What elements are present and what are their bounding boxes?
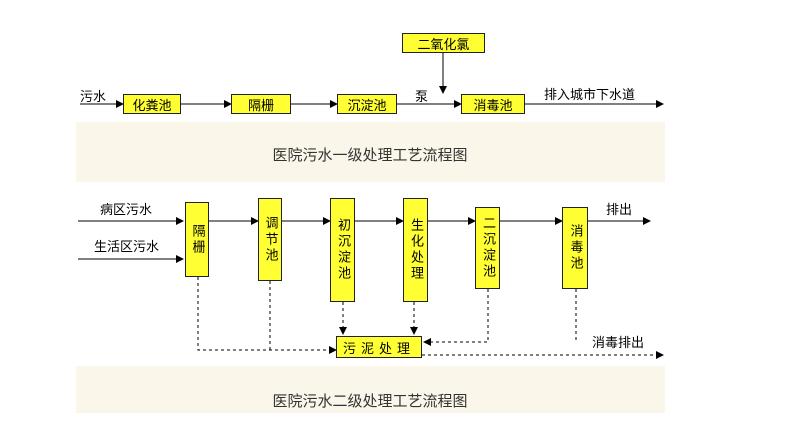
diagram2-title: 医院污水二级处理工艺流程图 [272, 392, 468, 410]
input-label-sewage: 污水 [80, 90, 107, 105]
box-chlorine-dioxide: 二氧化氯 [402, 33, 485, 53]
box-disinfection: 消毒池 [461, 94, 525, 114]
dash-grille-to-sludge [197, 277, 337, 354]
input-label-ward: 病区污水 [100, 203, 153, 218]
title-band-1 [76, 122, 665, 182]
title-band-2 [76, 366, 665, 413]
box-grille: 隔栅 [231, 94, 291, 114]
dash-secondary-to-sludge [423, 289, 489, 346]
box-grille-2: 隔栅 [185, 202, 209, 277]
pump-label: 泵 [415, 90, 429, 105]
box-sludge-treatment: 污泥处理 [336, 336, 422, 358]
box-regulating-tank: 调节池 [258, 198, 282, 281]
output-label-sewer: 排入城市下水道 [544, 88, 636, 103]
box-disinfection-2: 消毒池 [562, 207, 588, 289]
output-label-discharge: 排出 [606, 203, 633, 218]
output-label-disinfect-discharge: 消毒排出 [592, 336, 645, 351]
box-biochemical: 生化处理 [403, 198, 428, 302]
box-sedimentation: 沉淀池 [337, 94, 397, 114]
box-primary-sedimentation: 初沉淀池 [330, 198, 355, 302]
diagram1-title: 医院污水一级处理工艺流程图 [272, 146, 468, 164]
box-septic-tank: 化粪池 [123, 94, 181, 114]
input-label-living: 生活区污水 [94, 240, 160, 255]
box-secondary-sedimentation: 二沉淀池 [475, 207, 500, 289]
